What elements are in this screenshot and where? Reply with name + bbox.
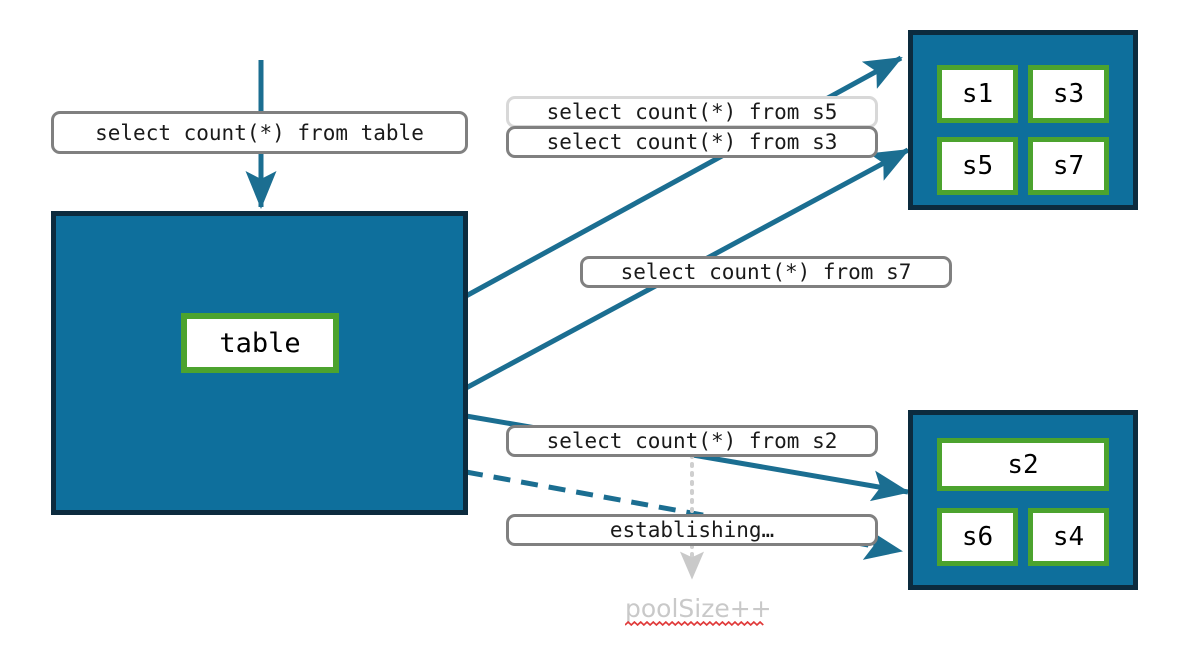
pool-size-annotation: poolSize++ [625,594,772,626]
query-label-s5[interactable]: select count(*) from s5 [506,96,878,128]
shard-node-s3[interactable]: s3 [1028,65,1109,123]
shard-node-s2[interactable]: s2 [937,438,1109,491]
shard-node-s6[interactable]: s6 [937,508,1018,566]
spellcheck-squiggle-icon [625,621,764,626]
query-label-s3[interactable]: select count(*) from s3 [506,126,878,158]
query-label-s2[interactable]: select count(*) from s2 [506,425,878,457]
shard-node-s7[interactable]: s7 [1028,137,1109,195]
query-label-establishing[interactable]: establishing… [506,514,878,546]
source-table-node[interactable]: table [181,313,339,373]
query-label-s7[interactable]: select count(*) from s7 [580,256,952,288]
shard-node-s1[interactable]: s1 [937,65,1018,123]
shard-node-s5[interactable]: s5 [937,137,1018,195]
query-label-source[interactable]: select count(*) from table [51,111,468,154]
shard-node-s4[interactable]: s4 [1028,508,1109,566]
pool-size-annotation-label: poolSize++ [625,594,772,623]
